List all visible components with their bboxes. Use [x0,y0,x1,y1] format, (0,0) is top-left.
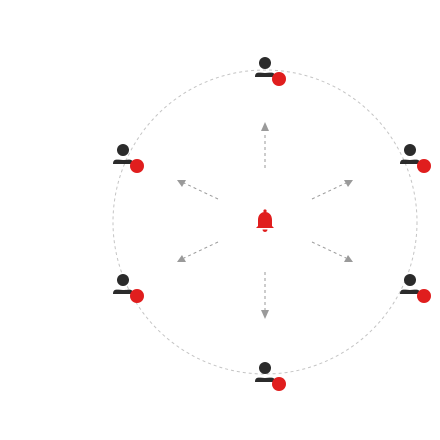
node-top [255,57,286,86]
arrowhead-bottom [261,310,269,319]
arrowheads [177,122,353,319]
connector-upper-right [311,182,347,200]
status-dot [130,159,144,173]
node-lower-right [400,274,431,303]
arrowhead-upper-right [344,180,353,187]
user-icon [113,274,133,294]
node-upper-right [400,144,431,173]
user-icon [255,362,275,382]
connector-lower-left [183,241,219,259]
status-dot [130,289,144,303]
arrowhead-lower-left [177,255,186,262]
node-lower-left [113,274,144,303]
bell-icon [256,209,274,232]
status-dot [272,377,286,391]
user-icon [400,274,420,294]
user-icon [113,144,133,164]
status-dot [417,289,431,303]
user-icon [255,57,275,77]
connector-upper-left [183,182,219,200]
node-upper-left [113,144,144,173]
user-icon [400,144,420,164]
status-dot [417,159,431,173]
connectors [183,132,347,310]
status-dot [272,72,286,86]
connector-lower-right [311,241,347,259]
arrowhead-upper-left [177,180,186,187]
arrowhead-lower-right [344,255,353,262]
ring-connector [112,69,418,375]
arrowhead-top [261,122,269,131]
node-bottom [255,362,286,391]
